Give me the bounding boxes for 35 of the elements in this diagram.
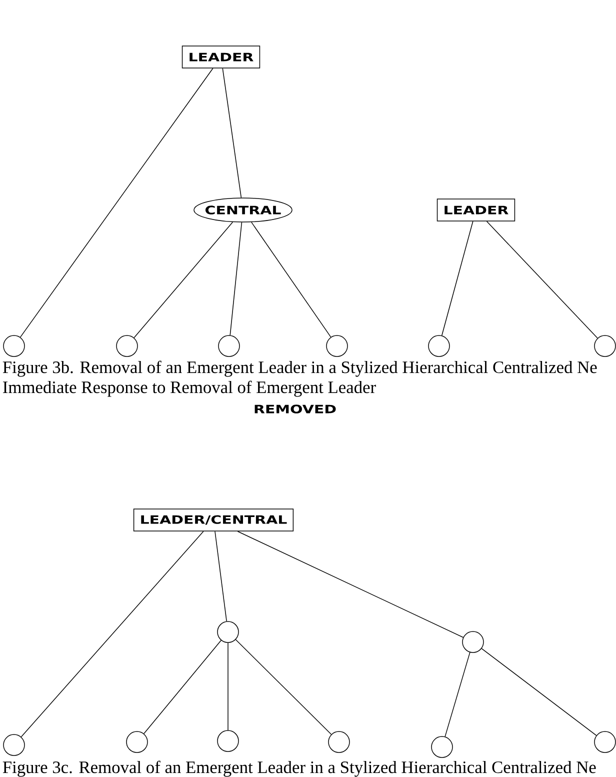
text-box: LEADER [436,198,516,222]
caption-text: Figure 3c. Removal of an Emergent Leader in a Stylized Hierarchical Centralized Ne [2,760,596,777]
circle-node [326,335,348,357]
circle-node [3,734,25,756]
connector-line [486,221,598,338]
connector-line [230,222,242,336]
circle-node [328,731,350,753]
circle-node [116,335,138,357]
connector-line [481,648,597,736]
connector-line [20,531,204,738]
connector-line [134,222,234,338]
circle-node [428,335,450,357]
circle-node [594,731,616,753]
connector-line [144,640,222,734]
circle-node [431,736,453,758]
connector-line [251,222,332,338]
circle-node [217,621,239,643]
connector-line [214,531,227,622]
connector-line [235,639,332,735]
text-box: LEADER [182,46,260,68]
connector-line [20,68,214,338]
circle-node [218,335,240,357]
circle-node [217,730,239,752]
caption-text: Figure 3b. Removal of an Emergent Leader in a Stylized Hierarchical Centralized Ne [2,360,597,377]
caption-text: Immediate Response to Removal of Emergent Leader [3,380,376,397]
circle-node [462,631,484,653]
connector-line [222,68,242,198]
connector-line [444,652,470,737]
label-text: REMOVED [254,404,336,414]
circle-node [3,335,25,357]
connector-line [441,221,474,336]
text-box: LEADER/CENTRAL [133,508,294,532]
circle-node [126,731,148,753]
connector-line [237,531,464,638]
circle-node [594,335,616,357]
